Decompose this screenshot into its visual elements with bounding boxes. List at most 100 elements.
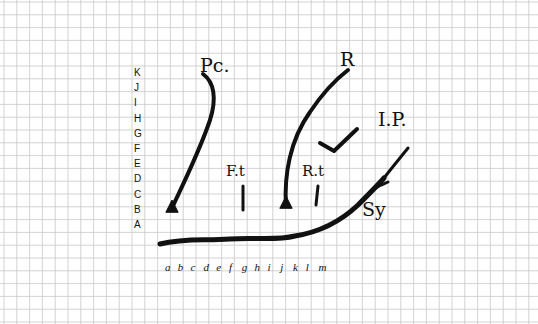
grid-line xyxy=(452,0,453,324)
grid-line xyxy=(247,0,248,324)
grid-line xyxy=(0,2,538,3)
axis-letter: j xyxy=(280,262,283,273)
grid-line xyxy=(29,0,30,324)
axis-letter: B xyxy=(134,205,141,215)
grid-line xyxy=(0,142,538,143)
grid-line xyxy=(0,117,538,118)
grid-line xyxy=(0,40,538,41)
grid-line xyxy=(362,0,363,324)
grid-line xyxy=(221,0,222,324)
axis-letter: F xyxy=(134,144,140,154)
axis-letter: k xyxy=(293,262,298,273)
grid-line xyxy=(400,0,401,324)
grid-line xyxy=(42,0,43,324)
axis-letter: A xyxy=(134,220,141,230)
axis-letter: b xyxy=(178,262,184,273)
grid-line xyxy=(234,0,235,324)
grid-line xyxy=(0,91,538,92)
axis-letter: m xyxy=(319,262,327,273)
grid-line xyxy=(0,322,538,323)
grid-line xyxy=(311,0,312,324)
axis-letter: c xyxy=(191,262,196,273)
grid-line xyxy=(0,27,538,28)
axis-letter: I xyxy=(134,98,137,108)
sulcus-label: I.P. xyxy=(378,110,407,129)
grid-line xyxy=(68,0,69,324)
grid-line xyxy=(132,0,133,324)
grid-line xyxy=(0,206,538,207)
grid-line xyxy=(0,232,538,233)
grid-line xyxy=(0,155,538,156)
grid-line xyxy=(272,0,273,324)
grid-line xyxy=(0,78,538,79)
sulcus-label: Sy xyxy=(362,200,386,219)
grid-line xyxy=(4,0,5,324)
grid-line xyxy=(285,0,286,324)
grid-line xyxy=(324,0,325,324)
axis-letter: h xyxy=(255,262,261,273)
axis-letter: l xyxy=(306,262,309,273)
grid-line xyxy=(336,0,337,324)
grid-line xyxy=(260,0,261,324)
grid-line xyxy=(16,0,17,324)
axis-letter: D xyxy=(134,174,141,184)
grid-line xyxy=(55,0,56,324)
grid-line xyxy=(119,0,120,324)
grid-line xyxy=(196,0,197,324)
grid-line xyxy=(413,0,414,324)
grid-line xyxy=(183,0,184,324)
grid-line xyxy=(170,0,171,324)
axis-letter: K xyxy=(134,68,141,78)
grid-line xyxy=(464,0,465,324)
sulcus-label: Pc. xyxy=(200,56,229,75)
grid-line xyxy=(477,0,478,324)
grid-line xyxy=(0,219,538,220)
grid-line xyxy=(439,0,440,324)
grid-line xyxy=(0,296,538,297)
grid-line xyxy=(426,0,427,324)
grid-line xyxy=(0,245,538,246)
axis-letter: i xyxy=(267,262,270,273)
grid-line xyxy=(298,0,299,324)
axis-letter: C xyxy=(134,190,141,200)
axis-letter: f xyxy=(229,262,232,273)
axis-letter: e xyxy=(216,262,221,273)
grid-line xyxy=(144,0,145,324)
grid-line xyxy=(208,0,209,324)
grid-line xyxy=(516,0,517,324)
grid-line xyxy=(0,283,538,284)
grid-line xyxy=(490,0,491,324)
grid-line xyxy=(503,0,504,324)
grid-line xyxy=(0,14,538,15)
sulcus-label: F.t xyxy=(226,164,245,179)
grid-line xyxy=(157,0,158,324)
grid-line xyxy=(0,194,538,195)
axis-letter: d xyxy=(203,262,209,273)
grid-line xyxy=(375,0,376,324)
grid-line xyxy=(0,53,538,54)
axis-letter: E xyxy=(134,159,141,169)
grid-line xyxy=(349,0,350,324)
grid-line xyxy=(0,181,538,182)
grid-line xyxy=(388,0,389,324)
sulcus-label: R.t xyxy=(302,164,324,179)
grid-line xyxy=(80,0,81,324)
grid-line xyxy=(0,168,538,169)
axis-letter: J xyxy=(134,83,139,93)
sulcus-label: R xyxy=(340,50,354,69)
grid-line xyxy=(0,309,538,310)
grid-line xyxy=(0,104,538,105)
grid-line xyxy=(0,66,538,67)
axis-letter: H xyxy=(134,114,141,124)
grid-line xyxy=(93,0,94,324)
axis-letter: g xyxy=(242,262,248,273)
grid-line xyxy=(106,0,107,324)
axis-letter: G xyxy=(134,129,142,139)
axis-letter: a xyxy=(165,262,171,273)
grid-line xyxy=(528,0,529,324)
grid-line xyxy=(0,258,538,259)
grid-line xyxy=(0,130,538,131)
